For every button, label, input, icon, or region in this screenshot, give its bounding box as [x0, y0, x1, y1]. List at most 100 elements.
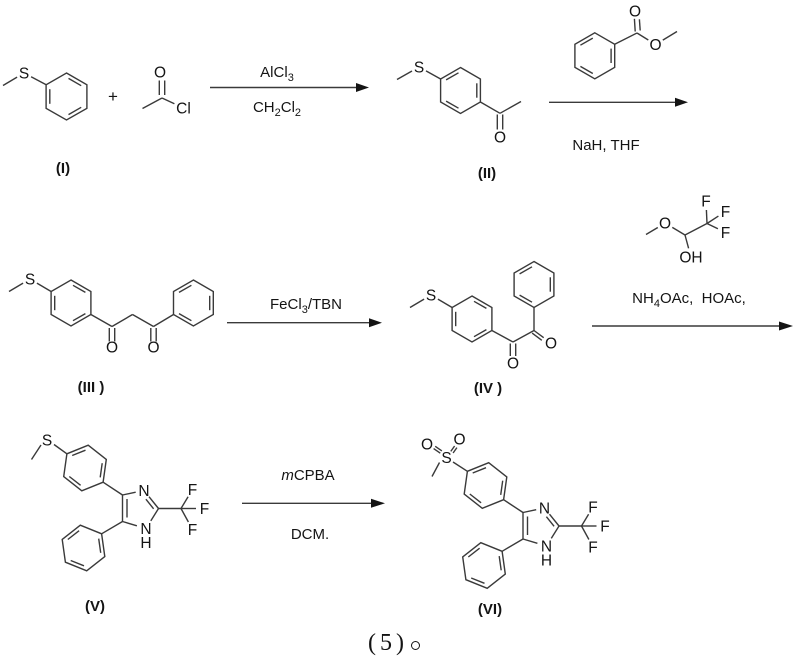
ring-double-bond	[445, 72, 459, 81]
benzene-ring	[45, 72, 88, 121]
ring-double-bond	[68, 106, 82, 116]
ring-double-bond	[72, 312, 86, 322]
bond	[53, 443, 68, 455]
atom-s-label: S	[441, 450, 451, 467]
ring-bond-outline	[62, 444, 108, 492]
text-span: /TBN	[307, 296, 342, 313]
ring-bond-outline	[451, 295, 493, 343]
bond	[706, 215, 719, 225]
bond	[2, 76, 18, 87]
bond	[580, 513, 590, 527]
structure-I: S	[2, 66, 88, 121]
text-span: (	[368, 630, 380, 656]
bond	[148, 496, 160, 509]
atom-cl-label: Cl	[176, 101, 191, 118]
ring-double-bond	[67, 530, 80, 541]
bond	[180, 496, 189, 509]
reagent-step2-below: NaH, THF	[572, 137, 639, 154]
ring-bond-outline	[513, 260, 555, 309]
ring-double-bond	[445, 100, 459, 109]
ring-bond-outline	[574, 31, 616, 80]
atom-n-label: N	[541, 539, 552, 556]
atom-f-label: F	[188, 482, 197, 499]
benzene-ring	[463, 461, 508, 510]
bond	[425, 70, 441, 80]
atom-n-label: N	[138, 483, 149, 500]
atom-oh-label: OH	[679, 250, 702, 267]
ring-bond-outline	[461, 541, 507, 590]
atom-s-label: S	[25, 272, 35, 289]
ring-bond-outline	[50, 279, 92, 327]
compound-label-II: (II)	[477, 165, 497, 182]
atom-f-label: F	[721, 225, 730, 242]
atom-o-label: O	[453, 432, 465, 449]
text-span: DCM.	[290, 526, 330, 543]
bond	[122, 491, 136, 496]
ring-double-bond	[178, 312, 192, 322]
text-span: FeCl	[270, 296, 302, 313]
atom-o-label: O	[649, 37, 661, 54]
bond	[662, 30, 678, 41]
bond	[671, 226, 686, 236]
ring-double-bond	[580, 37, 594, 46]
ring-double-bond	[470, 577, 485, 584]
text-span: 4	[653, 298, 660, 310]
bond	[150, 508, 160, 522]
text-span: NaH, THF	[572, 137, 640, 154]
bond	[501, 538, 524, 552]
reagent-step5-above: mCPBA	[281, 467, 334, 484]
atom-f-label: F	[188, 522, 197, 539]
bond	[101, 520, 123, 535]
ring-bond-outline	[172, 279, 215, 327]
structure-IV: S O O	[409, 260, 557, 373]
bond	[153, 313, 174, 328]
atom-s-label: S	[19, 66, 29, 83]
arrow-step5	[242, 498, 385, 508]
ring-double-bond	[178, 284, 192, 294]
bond	[636, 32, 649, 41]
ring-double-bond	[472, 467, 487, 474]
bond	[433, 448, 441, 454]
atom-o-label: O	[106, 340, 118, 357]
atom-n-label: N	[539, 501, 550, 518]
ring-double-bond	[519, 266, 533, 275]
structure-hemiacetal: O OH F F F	[645, 194, 730, 267]
bond	[437, 298, 453, 309]
atom-o-label: O	[421, 437, 433, 454]
text-span: Cl	[280, 99, 295, 116]
text-span: CH	[252, 99, 275, 116]
bond	[491, 329, 514, 343]
ring-double-bond	[473, 300, 487, 310]
bond	[580, 525, 590, 540]
reagent-step5-below: DCM.	[291, 526, 329, 543]
bond	[142, 97, 163, 110]
arrow-head	[675, 97, 688, 107]
arrow-head	[356, 83, 369, 92]
ring-bond-outline	[463, 461, 508, 510]
bond	[30, 76, 47, 86]
structure-V: S N N H F F F	[30, 433, 209, 572]
ring-double-bond	[68, 77, 82, 87]
atom-o-label: O	[545, 336, 557, 353]
benzene-ring	[172, 279, 215, 327]
atom-o-label: O	[659, 216, 671, 233]
bond	[30, 444, 42, 460]
arrow-step2	[549, 97, 688, 107]
bond	[533, 329, 545, 339]
bond	[531, 332, 543, 341]
bond	[614, 32, 638, 45]
reagent-step4-above: NH4OAc, HOAc,	[632, 290, 746, 313]
atom-o-label: O	[629, 4, 641, 21]
atom-h-label: H	[140, 535, 151, 552]
structure-II: S O	[396, 60, 522, 147]
bond	[132, 313, 154, 328]
benzene-ring	[451, 295, 493, 343]
benzene-ring	[61, 524, 106, 572]
structure-acetyl-chloride: O Cl	[142, 65, 191, 118]
reagent-step3-above: FeCl3/TBN	[270, 296, 342, 319]
atom-s-label: S	[42, 433, 52, 450]
ring-double-bond	[498, 556, 502, 571]
bond	[122, 520, 138, 527]
